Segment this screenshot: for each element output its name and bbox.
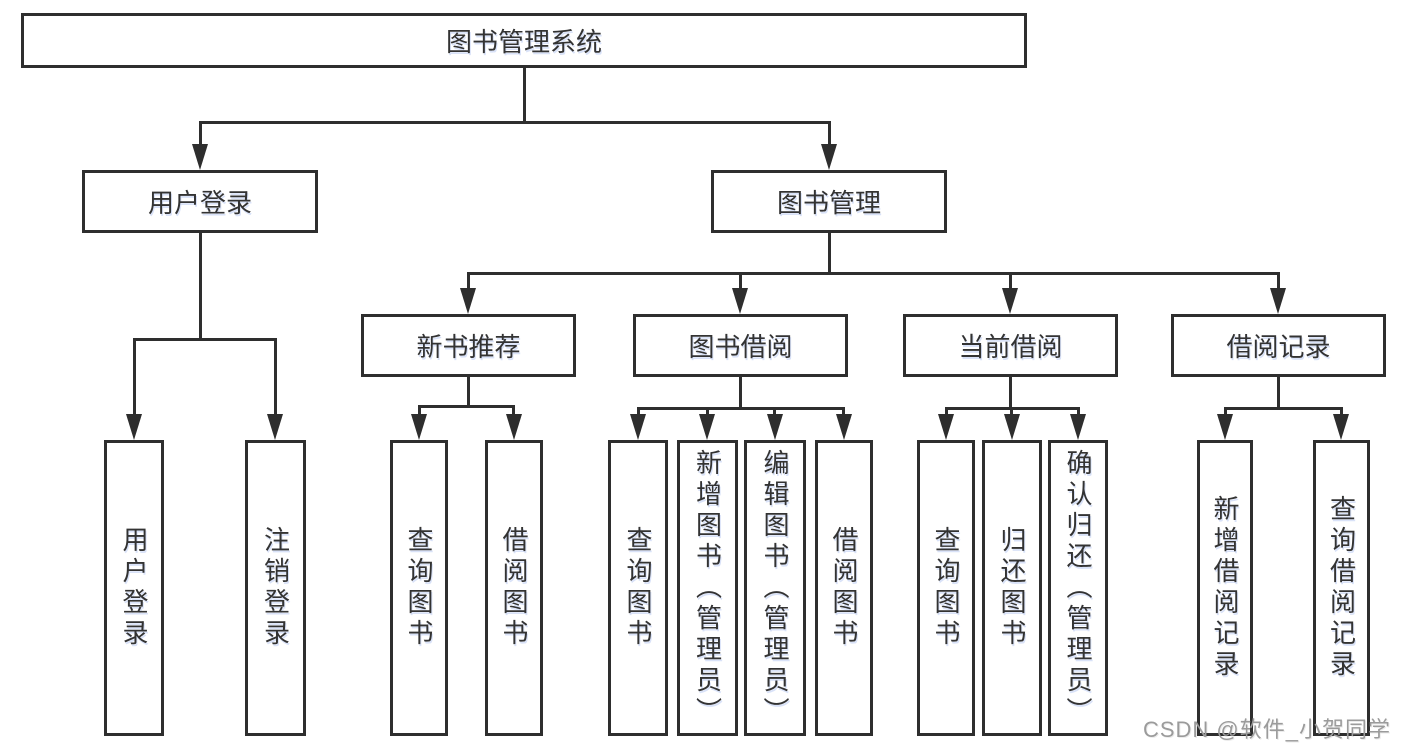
connector-bb-stem (739, 377, 742, 407)
node-leaf-br-query-record-label: 查询借阅记录 (1326, 495, 1357, 681)
node-leaf-bb-query-books: 查询图书 (608, 440, 668, 736)
connector-br-drop-a (1224, 407, 1227, 414)
arrowhead-to-rec-query (411, 414, 427, 440)
node-leaf-cb-return-books-label: 归还图书 (997, 526, 1027, 650)
node-leaf-rec-borrow-books-label: 借阅图书 (499, 526, 529, 650)
node-user-login: 用户登录 (82, 170, 318, 233)
connector-rec-rail (418, 405, 515, 408)
connector-bb-drop-b (706, 407, 709, 414)
connector-bookmgmt-drop-d (1277, 272, 1280, 288)
connector-bb-drop-a (637, 407, 640, 414)
connector-root-stem (523, 68, 526, 121)
arrowhead-to-current-borrowing (1002, 288, 1018, 314)
node-leaf-br-add-record: 新增借阅记录 (1197, 440, 1253, 736)
connector-bookmgmt-rail (467, 272, 1280, 275)
node-leaf-bb-query-books-label: 查询图书 (623, 526, 653, 650)
node-new-book-recommend: 新书推荐 (361, 314, 576, 377)
connector-rec-stem (467, 377, 470, 405)
node-leaf-bb-add-books-admin-label: 新增图书（管理员） (692, 448, 723, 728)
connector-userlogin-stem (199, 233, 202, 338)
node-leaf-user-login-label: 用户登录 (119, 526, 149, 650)
arrowhead-to-cb-confirm (1070, 414, 1086, 440)
arrowhead-to-cb-return (1004, 414, 1020, 440)
node-leaf-bb-edit-books-admin: 编辑图书（管理员） (744, 440, 806, 736)
node-leaf-logout-label: 注销登录 (260, 526, 291, 650)
arrowhead-to-borrowing-records (1270, 288, 1286, 314)
node-book-borrowing-label: 图书借阅 (688, 332, 793, 362)
node-leaf-bb-borrow-books: 借阅图书 (815, 440, 873, 736)
connector-root-drop-book-mgmt (828, 121, 831, 145)
node-root: 图书管理系统 (21, 13, 1027, 68)
connector-cb-drop-c (1077, 407, 1080, 414)
arrowhead-to-bb-add (699, 414, 715, 440)
node-leaf-bb-borrow-books-label: 借阅图书 (829, 526, 859, 650)
connector-br-drop-b (1340, 407, 1343, 414)
node-leaf-br-add-record-label: 新增借阅记录 (1210, 495, 1240, 681)
connector-cb-drop-a (945, 407, 948, 414)
connector-rec-drop-a (418, 405, 421, 414)
connector-bb-rail (637, 407, 845, 410)
connector-bookmgmt-stem (828, 233, 831, 272)
connector-userlogin-drop-b (274, 338, 277, 414)
arrowhead-to-cb-query (938, 414, 954, 440)
connector-bb-drop-d (842, 407, 845, 414)
arrowhead-to-leaf-user-login (126, 414, 142, 440)
node-leaf-user-login: 用户登录 (104, 440, 164, 736)
connector-cb-drop-b (1010, 407, 1013, 414)
node-current-borrowing: 当前借阅 (903, 314, 1118, 377)
node-book-management: 图书管理 (711, 170, 947, 233)
arrowhead-to-book-borrowing (732, 288, 748, 314)
node-borrowing-records-label: 借阅记录 (1226, 332, 1331, 362)
arrowhead-to-rec-borrow (506, 414, 522, 440)
connector-bookmgmt-drop-b (739, 272, 742, 288)
arrowhead-to-new-book-recommend (460, 288, 476, 314)
node-current-borrowing-label: 当前借阅 (958, 332, 1063, 362)
node-leaf-cb-confirm-return-admin-label: 确认归还（管理员） (1063, 448, 1093, 728)
connector-bb-drop-c (773, 407, 776, 414)
csdn-watermark: CSDN @软件_小贺同学 (1142, 717, 1391, 742)
connector-root-rail (199, 121, 831, 124)
node-leaf-bb-edit-books-admin-label: 编辑图书（管理员） (760, 448, 790, 728)
connector-rec-drop-b (512, 405, 515, 414)
node-root-label: 图书管理系统 (445, 27, 602, 57)
node-borrowing-records: 借阅记录 (1171, 314, 1386, 377)
node-leaf-logout: 注销登录 (245, 440, 306, 736)
arrowhead-to-bb-borrow (836, 414, 852, 440)
arrowhead-to-book-mgmt (821, 144, 837, 170)
node-leaf-cb-query-books-label: 查询图书 (931, 526, 961, 650)
node-leaf-cb-query-books: 查询图书 (917, 440, 975, 736)
arrowhead-to-leaf-logout (267, 414, 283, 440)
connector-userlogin-drop-a (133, 338, 136, 414)
node-book-borrowing: 图书借阅 (633, 314, 848, 377)
connector-bookmgmt-drop-a (467, 272, 470, 288)
node-book-management-label: 图书管理 (776, 188, 881, 218)
node-leaf-rec-query-books-label: 查询图书 (404, 526, 434, 650)
arrowhead-to-bb-query (630, 414, 646, 440)
connector-bookmgmt-drop-c (1009, 272, 1012, 288)
node-leaf-rec-query-books: 查询图书 (390, 440, 448, 736)
connector-root-drop-user-login (199, 121, 202, 145)
connector-br-stem (1277, 377, 1280, 407)
arrowhead-to-bb-edit (767, 414, 783, 440)
connector-cb-stem (1009, 377, 1012, 407)
arrowhead-to-br-add (1217, 414, 1233, 440)
connector-br-rail (1224, 407, 1343, 410)
node-leaf-cb-return-books: 归还图书 (982, 440, 1042, 736)
node-leaf-bb-add-books-admin: 新增图书（管理员） (677, 440, 738, 736)
node-new-book-recommend-label: 新书推荐 (416, 332, 521, 362)
node-leaf-br-query-record: 查询借阅记录 (1313, 440, 1370, 736)
node-leaf-cb-confirm-return-admin: 确认归还（管理员） (1048, 440, 1108, 736)
arrowhead-to-user-login (192, 144, 208, 170)
node-user-login-label: 用户登录 (147, 188, 252, 218)
connector-userlogin-rail (133, 338, 277, 341)
arrowhead-to-br-query (1333, 414, 1349, 440)
node-leaf-rec-borrow-books: 借阅图书 (485, 440, 543, 736)
